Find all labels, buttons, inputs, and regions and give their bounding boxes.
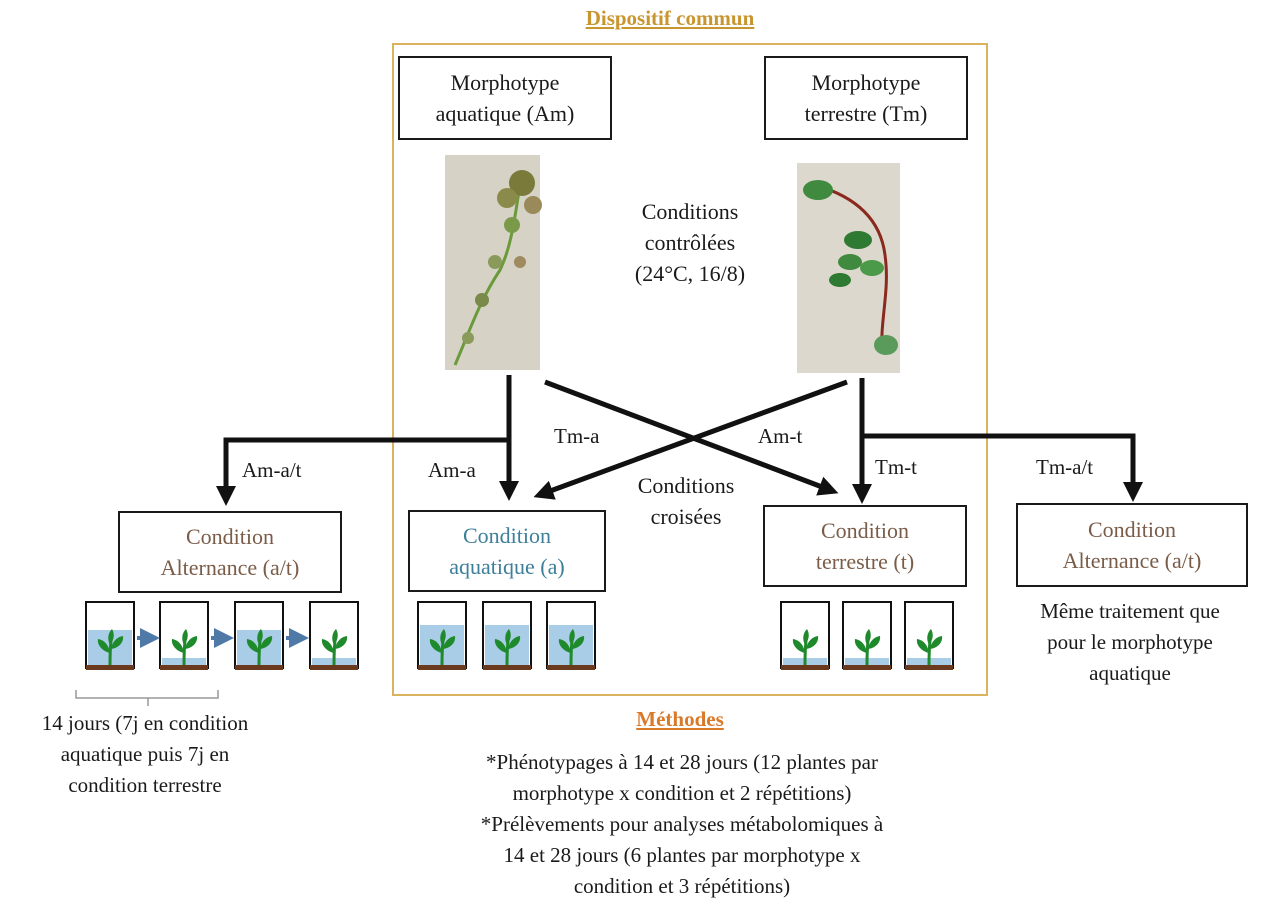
label-am-at: Am-a/t bbox=[242, 458, 302, 482]
condition-aquatic-line1: Condition bbox=[462, 523, 551, 548]
container-left-2 bbox=[159, 601, 209, 670]
label-tm-t: Tm-t bbox=[875, 455, 917, 479]
arrows-layer bbox=[216, 375, 1143, 506]
methods-line4: 14 et 28 jours (6 plantes par morphotype… bbox=[503, 843, 861, 867]
methods-line3: *Prélèvements pour analyses métabolomiqu… bbox=[480, 812, 884, 836]
container-aquatic-1 bbox=[417, 601, 467, 670]
condition-aquatic-box: Condition aquatique (a) bbox=[408, 510, 606, 592]
arrow-tm-a bbox=[533, 379, 848, 500]
methods-title: Méthodes bbox=[636, 707, 724, 731]
same-treatment-line1: Même traitement que bbox=[1040, 599, 1220, 623]
condition-alternance-left-box: Condition Alternance (a/t) bbox=[118, 511, 342, 593]
methods-line2: morphotype x condition et 2 répétitions) bbox=[512, 781, 852, 805]
aquatic-morphotype-line2: aquatique (Am) bbox=[435, 101, 575, 126]
label-am-t: Am-t bbox=[758, 424, 803, 448]
container-left-1 bbox=[85, 601, 135, 670]
label-am-a: Am-a bbox=[428, 458, 476, 482]
terrestrial-morphotype-line2: terrestre (Tm) bbox=[804, 101, 928, 126]
container-aquatic-3 bbox=[546, 601, 596, 670]
container-terrestrial-1 bbox=[780, 601, 830, 670]
container-left-4 bbox=[309, 601, 359, 670]
common-setup-title: Dispositif commun bbox=[585, 6, 755, 30]
condition-terrestrial-line2: terrestre (t) bbox=[815, 549, 915, 574]
same-treatment-line2: pour le morphotype bbox=[1047, 630, 1213, 654]
condition-alternance-right-line1: Condition bbox=[1087, 517, 1176, 542]
controlled-conditions-text: Conditions contrôlées (24°C, 16/8) bbox=[600, 196, 780, 289]
container-terrestrial-3 bbox=[904, 601, 954, 670]
common-setup-frame bbox=[392, 43, 988, 696]
condition-alternance-right-line2: Alternance (a/t) bbox=[1062, 548, 1202, 573]
aquatic-morphotype-line1: Morphotype bbox=[450, 70, 560, 95]
duration-note-line3: condition terrestre bbox=[68, 773, 222, 797]
aquatic-containers bbox=[417, 601, 596, 670]
arrow-tm-at bbox=[862, 433, 1143, 502]
methods-text: *Phénotypages à 14 et 28 jours (12 plant… bbox=[400, 747, 964, 902]
arrow-am-t bbox=[544, 379, 839, 496]
methods-line1: *Phénotypages à 14 et 28 jours (12 plant… bbox=[486, 750, 878, 774]
container-aquatic-2 bbox=[482, 601, 532, 670]
controlled-conditions-line1: Conditions bbox=[641, 199, 739, 224]
aquatic-morphotype-box: Morphotype aquatique (Am) bbox=[398, 56, 612, 140]
alternance-containers-left bbox=[75, 601, 359, 706]
condition-alternance-left-line2: Alternance (a/t) bbox=[160, 555, 300, 580]
condition-aquatic-line2: aquatique (a) bbox=[449, 554, 565, 579]
condition-terrestrial-line1: Condition bbox=[820, 518, 909, 543]
condition-alternance-left-line1: Condition bbox=[185, 524, 274, 549]
condition-terrestrial-box: Condition terrestre (t) bbox=[763, 505, 967, 587]
terrestrial-morphotype-box: Morphotype terrestre (Tm) bbox=[764, 56, 968, 140]
label-tm-at: Tm-a/t bbox=[1036, 455, 1094, 479]
duration-note-line1: 14 jours (7j en condition bbox=[41, 711, 249, 735]
same-treatment-note: Même traitement que pour le morphotype a… bbox=[1010, 596, 1250, 689]
terrestrial-containers bbox=[780, 601, 954, 670]
controlled-conditions-line3: (24°C, 16/8) bbox=[634, 261, 746, 286]
container-left-3 bbox=[234, 601, 284, 670]
arrow-am-at bbox=[216, 437, 509, 506]
aquatic-morphotype-photo bbox=[445, 155, 542, 370]
same-treatment-line3: aquatique bbox=[1089, 661, 1171, 685]
label-tm-a: Tm-a bbox=[554, 424, 600, 448]
duration-note-line2: aquatique puis 7j en bbox=[60, 742, 230, 766]
alternance-duration-note: 14 jours (7j en condition aquatique puis… bbox=[0, 708, 290, 801]
crossed-conditions-line1: Conditions bbox=[637, 473, 735, 498]
terrestrial-morphotype-photo bbox=[797, 163, 900, 373]
crossed-conditions-line2: croisées bbox=[650, 504, 722, 529]
container-terrestrial-2 bbox=[842, 601, 892, 670]
duration-brace bbox=[75, 690, 219, 706]
methods-line5: condition et 3 répétitions) bbox=[573, 874, 791, 898]
terrestrial-morphotype-line1: Morphotype bbox=[811, 70, 921, 95]
controlled-conditions-line2: contrôlées bbox=[644, 230, 736, 255]
condition-alternance-right-box: Condition Alternance (a/t) bbox=[1016, 503, 1248, 587]
crossed-conditions-text: Conditions croisées bbox=[606, 470, 766, 532]
